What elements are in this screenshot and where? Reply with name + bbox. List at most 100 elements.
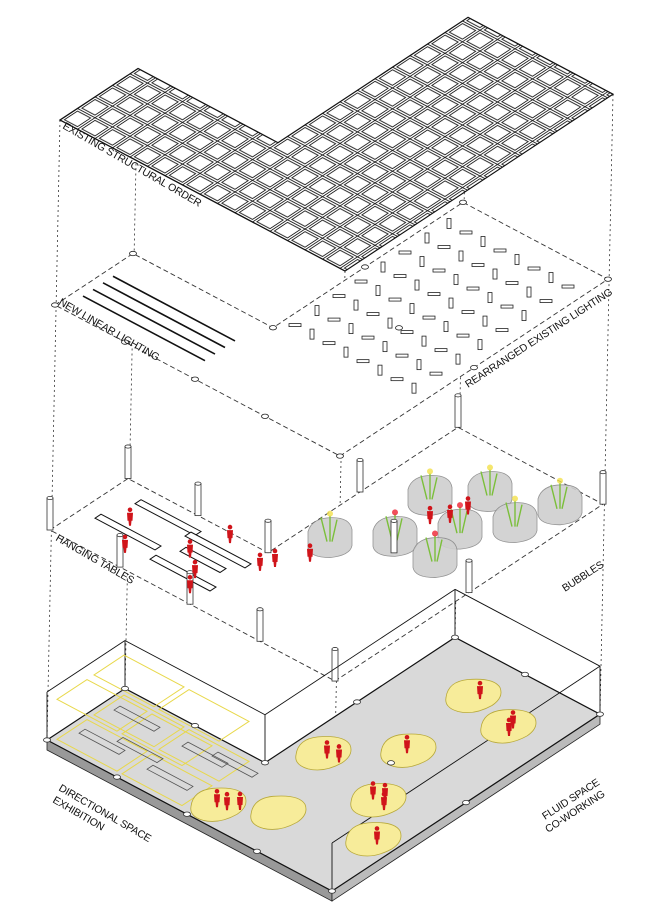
light-fixture (377, 364, 383, 376)
column-marker (113, 774, 121, 780)
light-fixture (382, 341, 388, 353)
column-top (465, 558, 473, 563)
column-top (331, 647, 339, 652)
fluid-zone (295, 736, 352, 771)
person-figure (336, 749, 342, 763)
linear-light-fixture (92, 288, 216, 355)
column-marker (451, 634, 459, 640)
column (356, 459, 364, 493)
light-fixture (526, 286, 532, 298)
person-figure (465, 501, 471, 515)
hanging-table (179, 546, 227, 574)
light-fixture (400, 330, 414, 335)
person-head (224, 791, 230, 797)
person-head (227, 524, 233, 530)
structural-grid (58, 16, 615, 272)
light-fixture (548, 272, 554, 283)
column-marker (353, 699, 361, 705)
light-fixture (332, 294, 346, 298)
exhibition-frame-top (93, 654, 185, 708)
label-bubbles: BUBBLES (560, 559, 606, 595)
column (465, 560, 473, 594)
wall-top-edge (264, 588, 456, 716)
column-top (390, 518, 398, 523)
hanging-table (94, 513, 162, 551)
person-head (427, 505, 433, 511)
light-fixture (429, 371, 443, 376)
light-fixture (495, 328, 509, 332)
plant-flower (432, 530, 438, 537)
column-top (599, 470, 607, 475)
light-fixture (343, 346, 349, 358)
light-fixture (419, 256, 425, 267)
person-figure (374, 831, 380, 845)
column-marker (183, 811, 191, 817)
exhibition-frame-top (56, 678, 148, 732)
person-head (336, 744, 342, 749)
person-head (127, 507, 133, 513)
exhibition-frame (93, 694, 185, 748)
column-top (46, 495, 54, 500)
column-marker (261, 413, 269, 419)
column-marker (470, 365, 478, 371)
light-fixture (380, 261, 386, 273)
light-fixture (288, 323, 302, 328)
exhibition-frame (121, 753, 213, 807)
exhibition-panel (113, 705, 161, 732)
person-head (382, 782, 388, 788)
light-fixture (455, 353, 461, 365)
column-marker (121, 685, 129, 692)
light-fixture (409, 303, 415, 314)
fluid-zone (250, 795, 307, 830)
column-top (194, 481, 202, 486)
person-head (465, 496, 471, 501)
person-head (447, 504, 453, 510)
linear-light-fixture (82, 295, 206, 362)
person-figure (257, 557, 263, 571)
person-head (324, 740, 330, 745)
light-fixture (471, 263, 485, 267)
column-marker (521, 671, 529, 678)
person-figure (187, 544, 193, 558)
person-figure (510, 715, 516, 729)
column-top (124, 444, 132, 449)
plant-flower (557, 477, 563, 484)
light-fixture (446, 218, 452, 229)
light-fixture (437, 245, 451, 249)
light-fixture (461, 310, 475, 314)
light-fixture (353, 299, 359, 311)
person-figure (427, 511, 433, 525)
person-head (477, 680, 483, 686)
plant-flower (487, 464, 493, 471)
person-figure (127, 512, 133, 526)
light-fixture (458, 250, 464, 262)
light-fixture (327, 317, 341, 322)
layer-existing-structural-order (58, 16, 615, 272)
light-fixture (354, 279, 368, 284)
column-marker (191, 723, 199, 729)
light-fixture (500, 304, 514, 309)
hanging-table (134, 499, 202, 537)
fluid-zone (445, 678, 502, 714)
column (454, 394, 462, 428)
column-marker (336, 453, 344, 459)
person-head (214, 789, 220, 794)
column (256, 608, 264, 642)
light-fixture (456, 333, 470, 338)
column (116, 534, 124, 568)
light-fixture (388, 297, 402, 302)
column-marker (51, 302, 59, 308)
wall-top-edge (46, 640, 126, 693)
plant-flower (427, 468, 433, 475)
person-head (510, 710, 516, 715)
light-fixture (387, 317, 393, 329)
column-marker (121, 339, 129, 345)
light-fixture (322, 341, 336, 346)
plant (420, 473, 438, 500)
person-figure (307, 548, 313, 562)
light-fixture (434, 348, 448, 353)
column-top (256, 607, 264, 612)
person-figure (404, 740, 410, 754)
person-figure (224, 797, 230, 811)
